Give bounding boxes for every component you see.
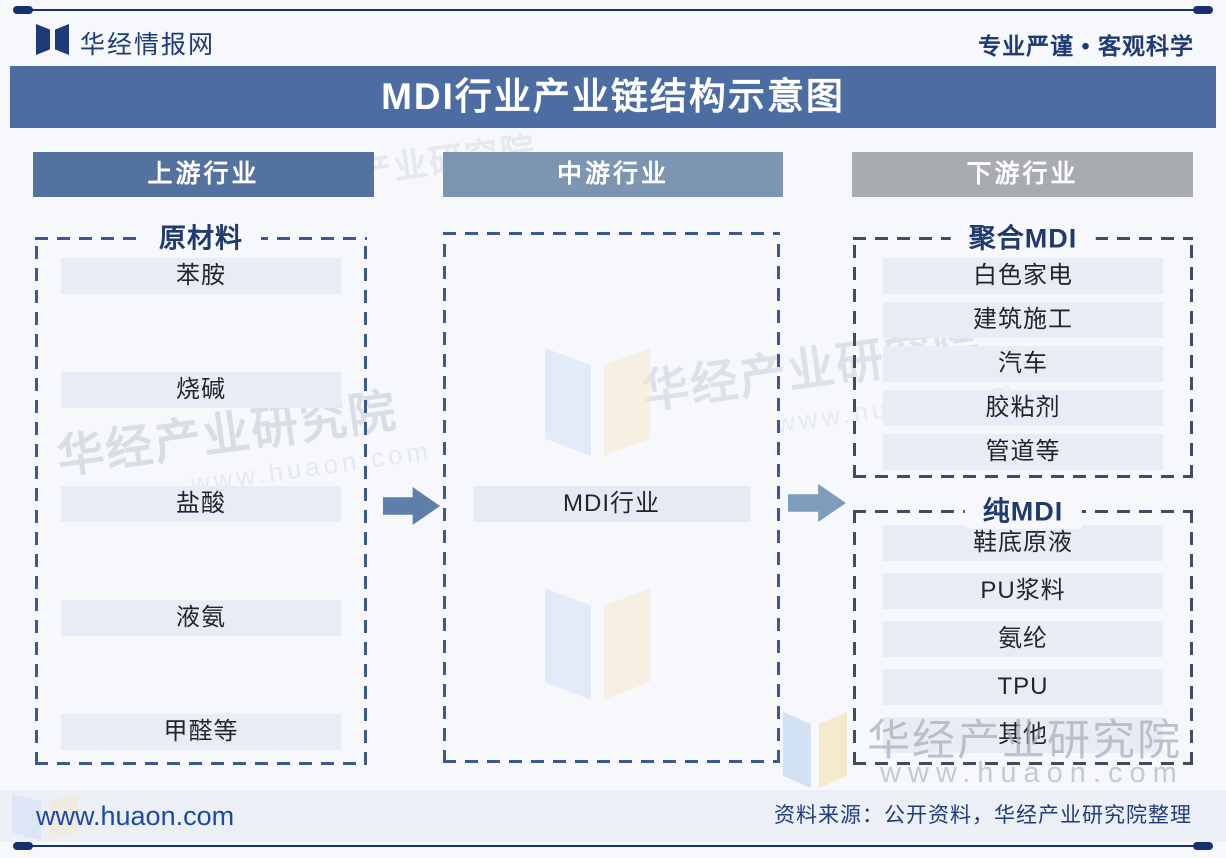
- upstream-item: 烧碱: [61, 372, 341, 408]
- upstream-materials-box: 原材料 苯胺 烧碱 盐酸 液氨 甲醛等: [35, 216, 367, 765]
- huajing-logo-icon: [36, 24, 70, 55]
- midstream-box: MDI行业: [443, 232, 780, 763]
- column-header-midstream: 中游行业: [443, 152, 783, 197]
- bottom-divider-line: [13, 842, 1213, 850]
- footer-site-url: www.huaon.com: [36, 801, 235, 831]
- column-header-upstream: 上游行业: [33, 152, 374, 197]
- downstream-item: 氨纶: [883, 621, 1163, 657]
- footer-source-note: 资料来源：公开资料，华经产业研究院整理: [774, 804, 1192, 827]
- page-title: MDI行业产业链结构示意图: [10, 66, 1216, 128]
- watermark-logo-icon: [783, 712, 847, 788]
- upstream-group-label: 原材料: [141, 216, 261, 256]
- arrow-midstream-to-downstream-icon: [788, 484, 846, 522]
- downstream-item: TPU: [883, 669, 1163, 705]
- column-header-downstream: 下游行业: [852, 152, 1193, 197]
- downstream-item: 胶粘剂: [883, 390, 1163, 426]
- upstream-item: 盐酸: [61, 486, 341, 522]
- downstream-item: 管道等: [883, 434, 1163, 470]
- downstream-item: 建筑施工: [883, 302, 1163, 338]
- downstream-item: 汽车: [883, 346, 1163, 382]
- brand-name: 华经情报网: [80, 31, 216, 59]
- downstream-item: 其他: [883, 717, 1163, 753]
- downstream-group-label: 纯MDI: [964, 489, 1082, 529]
- downstream-item: 鞋底原液: [883, 525, 1163, 561]
- downstream-polymeric-mdi-box: 聚合MDI 白色家电 建筑施工 汽车 胶粘剂 管道等: [853, 216, 1193, 478]
- arrow-upstream-to-midstream-icon: [383, 487, 440, 525]
- downstream-item: PU浆料: [883, 573, 1163, 609]
- upstream-item: 甲醛等: [61, 714, 341, 750]
- brand-slogan: 专业严谨 • 客观科学: [978, 33, 1194, 59]
- downstream-pure-mdi-box: 纯MDI 鞋底原液 PU浆料 氨纶 TPU 其他: [853, 489, 1193, 765]
- downstream-item: 白色家电: [883, 258, 1163, 294]
- footer-bar: www.huaon.com 资料来源：公开资料，华经产业研究院整理: [0, 790, 1226, 842]
- midstream-industry-node: MDI行业: [473, 486, 750, 522]
- upstream-item: 液氨: [61, 600, 341, 636]
- top-divider-line: [13, 6, 1213, 14]
- downstream-group-label: 聚合MDI: [950, 216, 1096, 256]
- upstream-item: 苯胺: [61, 258, 341, 294]
